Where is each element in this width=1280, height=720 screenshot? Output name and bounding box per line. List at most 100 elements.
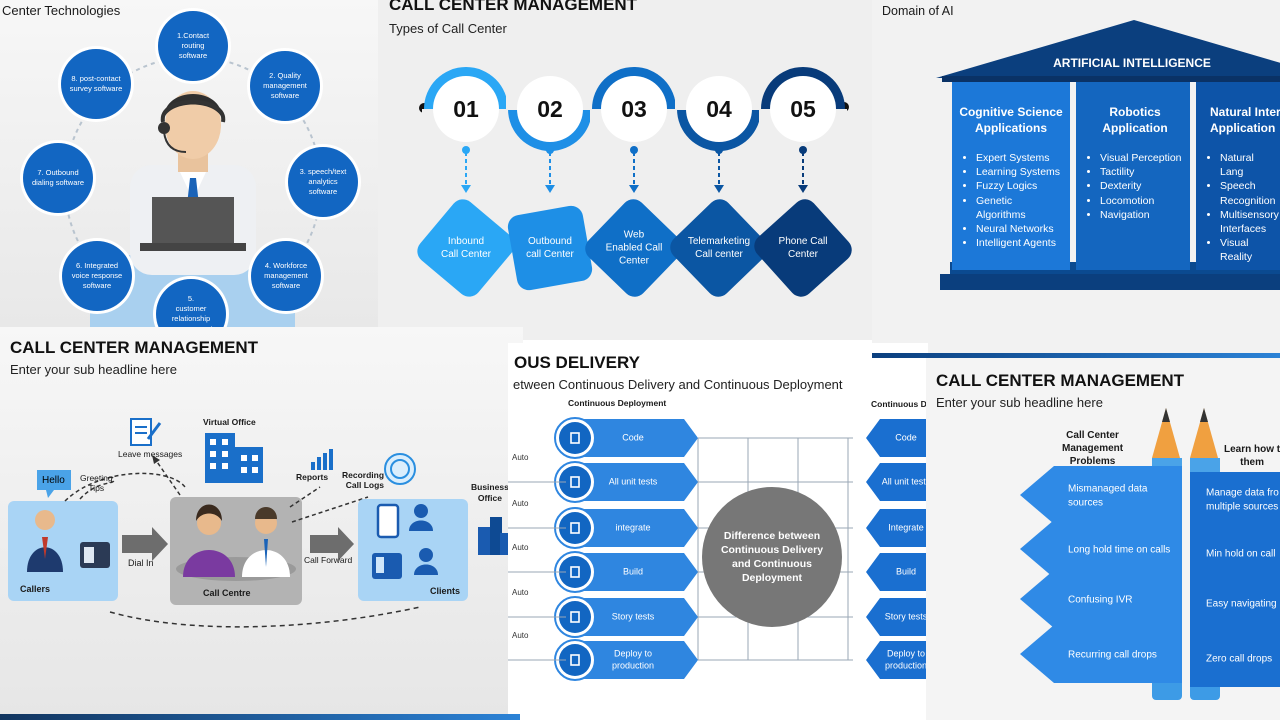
call-center-type-card: [670, 199, 768, 297]
step-number-circle: [517, 76, 583, 142]
hello-label: Hello: [42, 475, 65, 486]
technology-node-label: management: [263, 81, 308, 90]
solution-label: Manage data fro: [1206, 488, 1279, 499]
left-column-header: Continuous Deployment: [568, 398, 667, 408]
solution-label: Easy navigating: [1206, 599, 1277, 610]
clipboard-icon: [559, 601, 591, 633]
pillar-item: Tactility: [1100, 165, 1182, 179]
call-center-type-label: Call center: [695, 249, 743, 260]
pillar-item: Visual Perception: [1100, 151, 1182, 165]
pillar-item: Expert Systems: [976, 151, 1060, 165]
problem-arrow: [1020, 466, 1182, 524]
technology-node-label: customer: [176, 304, 207, 313]
panel2-subtitle: Types of Call Center: [389, 21, 507, 36]
technology-node-label: management: [169, 324, 214, 330]
panel4-title: CALL CENTER MANAGEMENT: [10, 338, 259, 357]
technology-node-label: voice response: [72, 271, 122, 280]
problem-label: Confusing IVR: [1068, 595, 1132, 606]
problem-label: Long hold time on calls: [1068, 545, 1170, 556]
technology-node-label: software: [272, 281, 300, 290]
right-step-label: Story tests: [885, 611, 928, 621]
center-difference-label: Deployment: [742, 572, 803, 584]
panel-domain-of-ai: Domain of AI ARTIFICIAL INTELLIGENCE Cog…: [872, 0, 1280, 355]
panel5-subtitle: etween Continuous Delivery and Continuou…: [513, 377, 843, 392]
dial-in-label: Dial In: [128, 558, 154, 568]
pillar-item: Dexterity: [1100, 179, 1182, 193]
pillar-item: Visual Reality: [1220, 236, 1280, 264]
technology-node-n2: [250, 51, 320, 121]
right-step-label: Integrate: [888, 522, 924, 532]
right-step-label: Build: [896, 566, 916, 576]
mobile-phone-icon: [376, 503, 400, 539]
left-step-bar: [568, 419, 698, 457]
pillar-item: Multisensory: [1220, 208, 1280, 222]
center-difference-label: Continuous Delivery: [721, 544, 823, 556]
problem-label: sources: [1068, 498, 1103, 509]
call-forward-arrow: [310, 527, 354, 561]
technology-node-n1: [158, 11, 228, 81]
left-step-bar: [568, 509, 698, 547]
pillar-item: Recognition: [1220, 194, 1276, 207]
technology-node-label: relationship: [172, 314, 210, 323]
panel1-title: Center Technologies: [2, 3, 121, 18]
right-step-bar: [866, 419, 928, 457]
left-step-bar: [568, 553, 698, 591]
pillar-item: Locomotion: [1100, 194, 1182, 208]
pillar-item: Fuzzy Logics: [976, 179, 1060, 193]
call-center-type-label: Inbound: [448, 236, 484, 247]
technology-node-label: 5.: [188, 294, 194, 303]
left-step-bar: [568, 598, 698, 636]
clients-label: Clients: [430, 586, 461, 596]
right-step-bar: [866, 463, 928, 501]
problem-label: Recurring call drops: [1068, 650, 1157, 661]
bottom-accent-left: [0, 714, 520, 720]
problem-label: Mismanaged data: [1068, 484, 1148, 495]
left-step-bar: [568, 463, 698, 501]
pillar-item: Intelligent Agents: [976, 236, 1060, 250]
problem-arrow: [1020, 520, 1182, 578]
call-center-type-card: [417, 199, 515, 297]
right-step-bar: [866, 598, 928, 636]
left-step-label: Build: [623, 566, 643, 576]
panel3-title: Domain of AI: [882, 4, 954, 18]
panel-management-problems: CALL CENTER MANAGEMENT Enter your sub he…: [926, 358, 1280, 720]
female-agent-icon: [183, 504, 235, 577]
virtual-office-label: Virtual Office: [203, 417, 256, 427]
technology-node-label: 8. post-contact: [71, 74, 121, 83]
panel-continuous-delivery: OUS DELIVERY etween Continuous Delivery …: [508, 343, 928, 720]
pillar-item: Algorithms: [976, 208, 1026, 221]
technology-node-label: software: [309, 187, 337, 196]
panel2-title: CALL CENTER MANAGEMENT: [389, 0, 638, 14]
step-number: 04: [706, 96, 732, 122]
technology-node-label: 7. Outbound: [37, 168, 78, 177]
desk-phone-icon: [80, 542, 110, 568]
male-agent-icon: [242, 507, 290, 577]
call-center-type-label: Center: [788, 249, 819, 260]
pillar-item: Neural Networks: [976, 222, 1060, 236]
pillar-robotics: [1076, 82, 1190, 270]
right-step-label: Deploy to: [887, 648, 925, 658]
right-step-bar: [866, 553, 928, 591]
technology-node-n6: [62, 241, 132, 311]
pillar-natural: [1196, 82, 1280, 270]
right-step-bar: [866, 509, 928, 547]
technology-node-label: 1.Contact: [177, 31, 210, 40]
solutions-heading: Learn how t them: [1224, 444, 1280, 468]
technology-node-label: software: [179, 51, 207, 60]
left-step-bar: [568, 641, 698, 679]
pillar-item: Speech: [1220, 179, 1280, 193]
step-number-circle: [770, 76, 836, 142]
pillar-item: Learning Systems: [976, 165, 1060, 179]
virtual-office-building-icon: [205, 433, 263, 483]
step-number: 01: [453, 96, 479, 122]
center-difference-label: and Continuous: [732, 558, 812, 570]
panel6-title: CALL CENTER MANAGEMENT: [936, 371, 1185, 390]
step-number: 03: [621, 96, 647, 122]
call-centre-label: Call Centre: [203, 588, 251, 598]
